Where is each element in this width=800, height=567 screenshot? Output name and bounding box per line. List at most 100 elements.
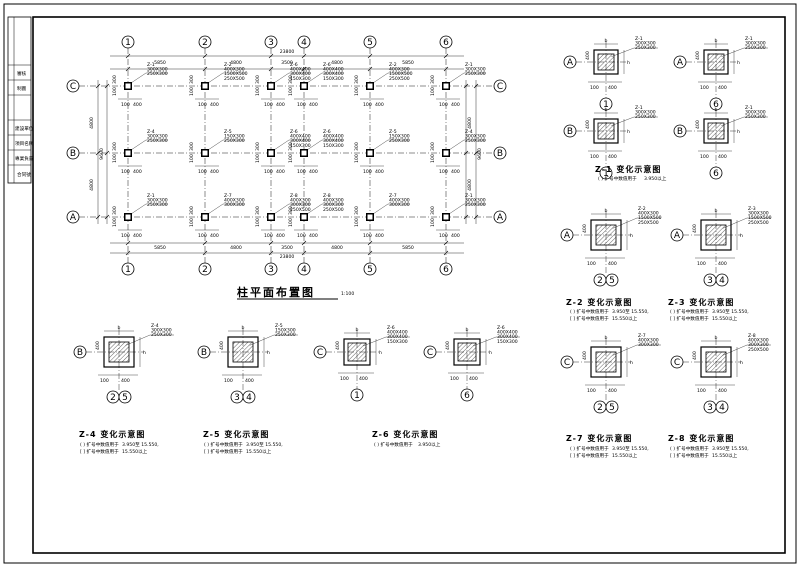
detail-axis-number: 1 [603, 100, 609, 110]
detail-axis-bubble [599, 97, 613, 111]
detail-label-z1: 250X300 [635, 45, 656, 51]
detail-dim-a: 100 [587, 388, 596, 394]
detail-axis-letter: B [77, 348, 83, 358]
leader-line [372, 139, 389, 151]
dim-tick [367, 53, 373, 59]
dim-tick [268, 53, 274, 59]
detail-dim-a: 100 [224, 378, 233, 384]
column-dim-b: 400 [451, 233, 460, 239]
detail-column-section [595, 351, 617, 373]
detail-label-z3: Z-3 [748, 206, 756, 212]
detail-axis-bubble [350, 388, 364, 402]
detail-label-z4: Z-4 [151, 323, 159, 329]
leader-line [306, 203, 323, 215]
svg-text:[ ] 扩号中数值用于: [ ] 扩号中数值用于 [570, 315, 609, 322]
dim-tick [104, 83, 110, 89]
detail-dim-c: 400 [718, 388, 727, 394]
title-block: 審核 制圖 建設單位 項目名稱 專業負責 合同號 [7, 16, 34, 184]
detail-dim-b-label: b [715, 335, 718, 341]
detail-dim-h-label: h [143, 350, 146, 356]
column-core [301, 214, 307, 220]
column-label-z2: 250X500 [389, 76, 410, 82]
dim-tick [268, 66, 274, 72]
column-label-z8: 300X300 [290, 202, 311, 208]
column-dim-c: 300 [189, 206, 195, 215]
svg-text:( ) 扩号中数值用于: ( ) 扩号中数值用于 [80, 441, 119, 448]
column-dim-a: 100 [264, 233, 273, 239]
dim-bottom-bay-4: 4800 [331, 245, 343, 251]
column-dim-d: 100 [255, 154, 261, 163]
detail-leader [611, 116, 635, 126]
column-label-z6: 150X300 [290, 76, 311, 82]
column-dim-d: 100 [112, 218, 118, 227]
column-dim-d: 100 [354, 218, 360, 227]
detail-leader [362, 336, 387, 347]
detail-axis-number: 4 [246, 393, 252, 403]
detail-leader [612, 217, 638, 229]
dim-tick [473, 83, 479, 89]
detail-dim-c: 400 [469, 376, 478, 382]
column-dim-d: 100 [288, 87, 294, 96]
svg-text:3.950以上: 3.950以上 [644, 175, 667, 182]
detail-label-z1: Z-1 [635, 36, 643, 42]
svg-text:3.950至 15.550,: 3.950至 15.550, [246, 442, 283, 448]
detail-label-z7: Z-7 [638, 333, 646, 339]
detail-leader [722, 344, 748, 356]
column-dim-a: 100 [439, 233, 448, 239]
detail-axis-number: 2 [597, 276, 603, 286]
leader-line [448, 72, 465, 84]
detail-label-z3: 250X500 [748, 220, 769, 226]
column-dim-d: 100 [354, 87, 360, 96]
column-label-z1: 250X300 [147, 202, 168, 208]
detail-label-z5: 250X300 [275, 332, 296, 338]
detail-dim-h-label: h [630, 360, 633, 366]
detail-dim-h-label: h [737, 129, 740, 135]
column-label-z7: Z-7 [224, 193, 232, 199]
axis-bubble-bottom-3: 3 [264, 262, 278, 276]
column-dim-b: 400 [451, 102, 460, 108]
column-label-z5: 150X300 [224, 134, 245, 140]
detail-label-z8: Z-8 [748, 333, 756, 339]
column-dim-b: 400 [451, 169, 460, 175]
detail-label-z2: 400X300 [638, 211, 659, 217]
detail-dim-b-label: b [715, 208, 718, 214]
detail-column-section [705, 351, 727, 373]
svg-text:( ) 扩号中数值用于: ( ) 扩号中数值用于 [670, 308, 709, 315]
column-core [367, 214, 373, 220]
column-label-z6: Z-6 [290, 129, 298, 135]
detail-title-z2: Z-2 变化示意图 [566, 297, 632, 307]
detail-label-z6: 150X300 [497, 339, 518, 345]
axis-bubble-top-1: 1 [121, 35, 135, 49]
column-label-z6: Z-6 [323, 62, 331, 68]
detail-label-z8: 400X300 [748, 338, 769, 344]
detail-axis-bubble [313, 345, 327, 359]
column-label-z7: 400X300 [224, 198, 245, 204]
detail-dim-c: 400 [608, 85, 617, 91]
detail-label-z6: 300X400 [497, 334, 518, 340]
axis-bubble-top-2: 2 [198, 35, 212, 49]
title-block-cell: 專業負責 [15, 155, 34, 162]
detail-dim-c: 400 [121, 378, 130, 384]
detail-dim-c: 400 [718, 85, 727, 91]
column-label-z2: Z-2 [224, 62, 232, 68]
detail-column-outline [593, 118, 619, 144]
column-dim-c: 300 [430, 75, 436, 84]
column-dim-a: 100 [198, 233, 207, 239]
svg-text:( ) 扩号中数值用于: ( ) 扩号中数值用于 [570, 308, 609, 315]
svg-text:3.950至 15.550,: 3.950至 15.550, [612, 446, 649, 452]
column-dim-a: 100 [363, 102, 372, 108]
detail-axis-bubble [563, 55, 577, 69]
detail-dim-left: 400 [585, 51, 591, 60]
dim-top-bay-5: 5850 [402, 60, 414, 66]
dim-top-bay-4: 4800 [331, 60, 343, 66]
detail-axis-bubble [560, 355, 574, 369]
svg-text:B: B [497, 149, 503, 159]
detail-dim-h-label: h [737, 60, 740, 66]
svg-text:5: 5 [367, 38, 373, 48]
column-core [125, 150, 131, 156]
column-label-z6: Z-6 [290, 62, 298, 68]
dim-tick [104, 214, 110, 220]
